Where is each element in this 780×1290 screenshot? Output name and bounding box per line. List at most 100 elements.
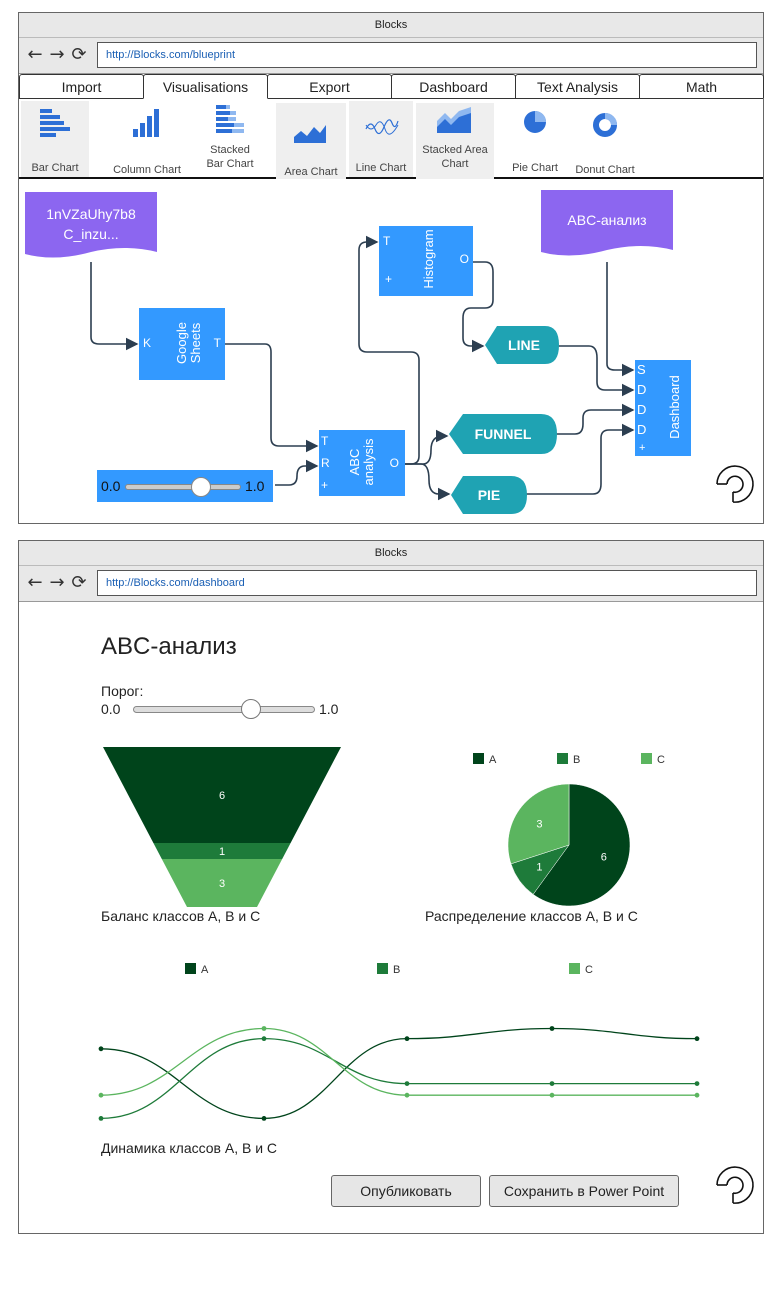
line-title: Динамика классов А, В и С (101, 1140, 278, 1156)
palette-area-chart[interactable]: Area Chart (276, 103, 346, 179)
line-point-a (694, 1036, 700, 1042)
url-input[interactable]: http://Blocks.com/dashboard (97, 570, 757, 596)
publish-button[interactable]: Опубликовать (331, 1175, 481, 1207)
pie-data-label: 1 (536, 862, 542, 874)
pie-slice-a (532, 783, 631, 907)
line-point-c (261, 1026, 267, 1031)
port-o[interactable]: O (459, 252, 469, 266)
palette-line-chart[interactable]: Line Chart (349, 101, 413, 177)
port-plus[interactable]: + (385, 272, 393, 286)
tag-label: PIE (477, 487, 501, 503)
back-arrow-icon[interactable]: ← (27, 572, 43, 593)
slider-max: 1.0 (319, 701, 339, 717)
blueprint-canvas: 1nVZaUhy7b8 C_inzu... ABC-анализ K T Goo… (19, 180, 763, 524)
legend-swatch-a (473, 753, 484, 764)
line-point-a (404, 1036, 410, 1042)
slider-thumb[interactable] (191, 477, 211, 497)
google-sheets-block[interactable]: K T Google Sheets (139, 308, 225, 380)
tab-text-analysis[interactable]: Text Analysis (515, 74, 640, 98)
reload-icon[interactable]: ⟳ (71, 44, 87, 65)
window-title: Blocks (19, 541, 763, 566)
palette-stacked-area-chart[interactable]: Stacked Area Chart (416, 103, 494, 179)
port-r[interactable]: R (321, 456, 330, 470)
palette-label: Bar Chart (31, 162, 79, 174)
address-bar: ← → ⟳ http://Blocks.com/blueprint (19, 38, 763, 74)
dashboard-block[interactable]: S D D D + Dashboard (635, 360, 691, 456)
port-t[interactable]: T (321, 434, 329, 448)
line-point-b (98, 1116, 104, 1121)
palette-pie-chart[interactable]: Pie Chart (501, 101, 569, 177)
pie-chart-icon (524, 111, 546, 133)
port-t[interactable]: T (383, 234, 391, 248)
connectors (90, 235, 635, 501)
source-block-title[interactable]: ABC-анализ (541, 190, 673, 262)
line-point-a (98, 1046, 104, 1052)
palette-donut-chart[interactable]: Donut Chart (571, 101, 639, 177)
port-t[interactable]: T (213, 336, 221, 350)
tag-shape-icon (485, 326, 559, 364)
line-series-c (100, 1027, 697, 1096)
funnel-segment-c (161, 859, 283, 907)
address-bar: ← → ⟳ http://Blocks.com/dashboard (19, 566, 763, 602)
line-series-b (100, 1037, 697, 1120)
funnel-data-label: 3 (219, 878, 225, 890)
url-input[interactable]: http://Blocks.com/blueprint (97, 42, 757, 68)
threshold-slider-thumb[interactable] (241, 699, 261, 719)
source-id-text: 1nVZaUhy7b8 C_inzu... (46, 206, 136, 242)
slider-max: 1.0 (245, 478, 265, 494)
forward-arrow-icon[interactable]: → (49, 44, 65, 65)
forward-arrow-icon[interactable]: → (49, 572, 65, 593)
tab-export[interactable]: Export (267, 74, 392, 98)
save-powerpoint-button[interactable]: Сохранить в Power Point (489, 1175, 679, 1207)
port-plus[interactable]: + (639, 442, 646, 454)
port-s[interactable]: S (637, 362, 646, 377)
page-title: ABC-анализ (101, 633, 237, 660)
line-point-c (98, 1092, 104, 1098)
tab-import[interactable]: Import (19, 74, 144, 98)
port-k[interactable]: K (143, 336, 152, 350)
slider-block[interactable]: 0.0 1.0 (97, 470, 273, 502)
line-point-c (549, 1092, 555, 1098)
line-chart-block[interactable]: LINE (485, 326, 559, 364)
port-d3[interactable]: D (637, 422, 647, 437)
threshold-slider-track[interactable] (133, 706, 315, 713)
histogram-block[interactable]: T + O Histogram (379, 226, 473, 296)
legend-label: A (201, 964, 209, 976)
legend-label: B (573, 754, 580, 766)
refresh-icon[interactable] (707, 1159, 759, 1211)
slider-track[interactable] (125, 484, 241, 490)
reload-icon[interactable]: ⟳ (71, 572, 87, 593)
window-title: Blocks (19, 13, 763, 38)
palette-stacked-bar-chart[interactable]: Stacked Bar Chart (195, 101, 265, 177)
legend-swatch-c (641, 753, 652, 764)
donut-chart-icon (593, 113, 617, 137)
tab-dashboard[interactable]: Dashboard (391, 74, 516, 98)
palette-column-chart[interactable]: Column Chart (105, 101, 189, 177)
funnel-segment-b (153, 843, 291, 859)
pie-chart-block[interactable]: PIE (451, 476, 527, 514)
funnel-data-label: 6 (219, 790, 225, 802)
line-point-b (404, 1081, 410, 1086)
line-point-c (694, 1092, 700, 1098)
document-shape-icon (541, 190, 673, 256)
palette-bar-chart[interactable]: Bar Chart (21, 101, 89, 177)
funnel-segment-a (103, 747, 341, 843)
legend-label: B (393, 964, 400, 976)
port-plus[interactable]: + (321, 478, 329, 492)
source-title-text: ABC-анализ (567, 212, 647, 228)
palette-label: Pie Chart (512, 162, 558, 174)
abc-analysis-block[interactable]: T R + O ABC analysis (319, 430, 405, 496)
blueprint-window: Blocks ← → ⟳ http://Blocks.com/blueprint… (18, 12, 764, 524)
refresh-icon[interactable] (707, 458, 759, 510)
port-d1[interactable]: D (637, 382, 647, 397)
funnel-chart-block[interactable]: FUNNEL (449, 414, 557, 454)
funnel-title: Баланс классов А, В и С (101, 908, 261, 924)
port-d2[interactable]: D (637, 402, 647, 417)
tab-math[interactable]: Math (639, 74, 764, 98)
source-block[interactable]: 1nVZaUhy7b8 C_inzu... (25, 192, 157, 264)
back-arrow-icon[interactable]: ← (27, 44, 43, 65)
palette-label: Area Chart (284, 166, 338, 178)
port-o[interactable]: O (389, 456, 399, 470)
tab-visualisations[interactable]: Visualisations (143, 74, 268, 99)
funnel-chart: 613 (103, 747, 341, 907)
